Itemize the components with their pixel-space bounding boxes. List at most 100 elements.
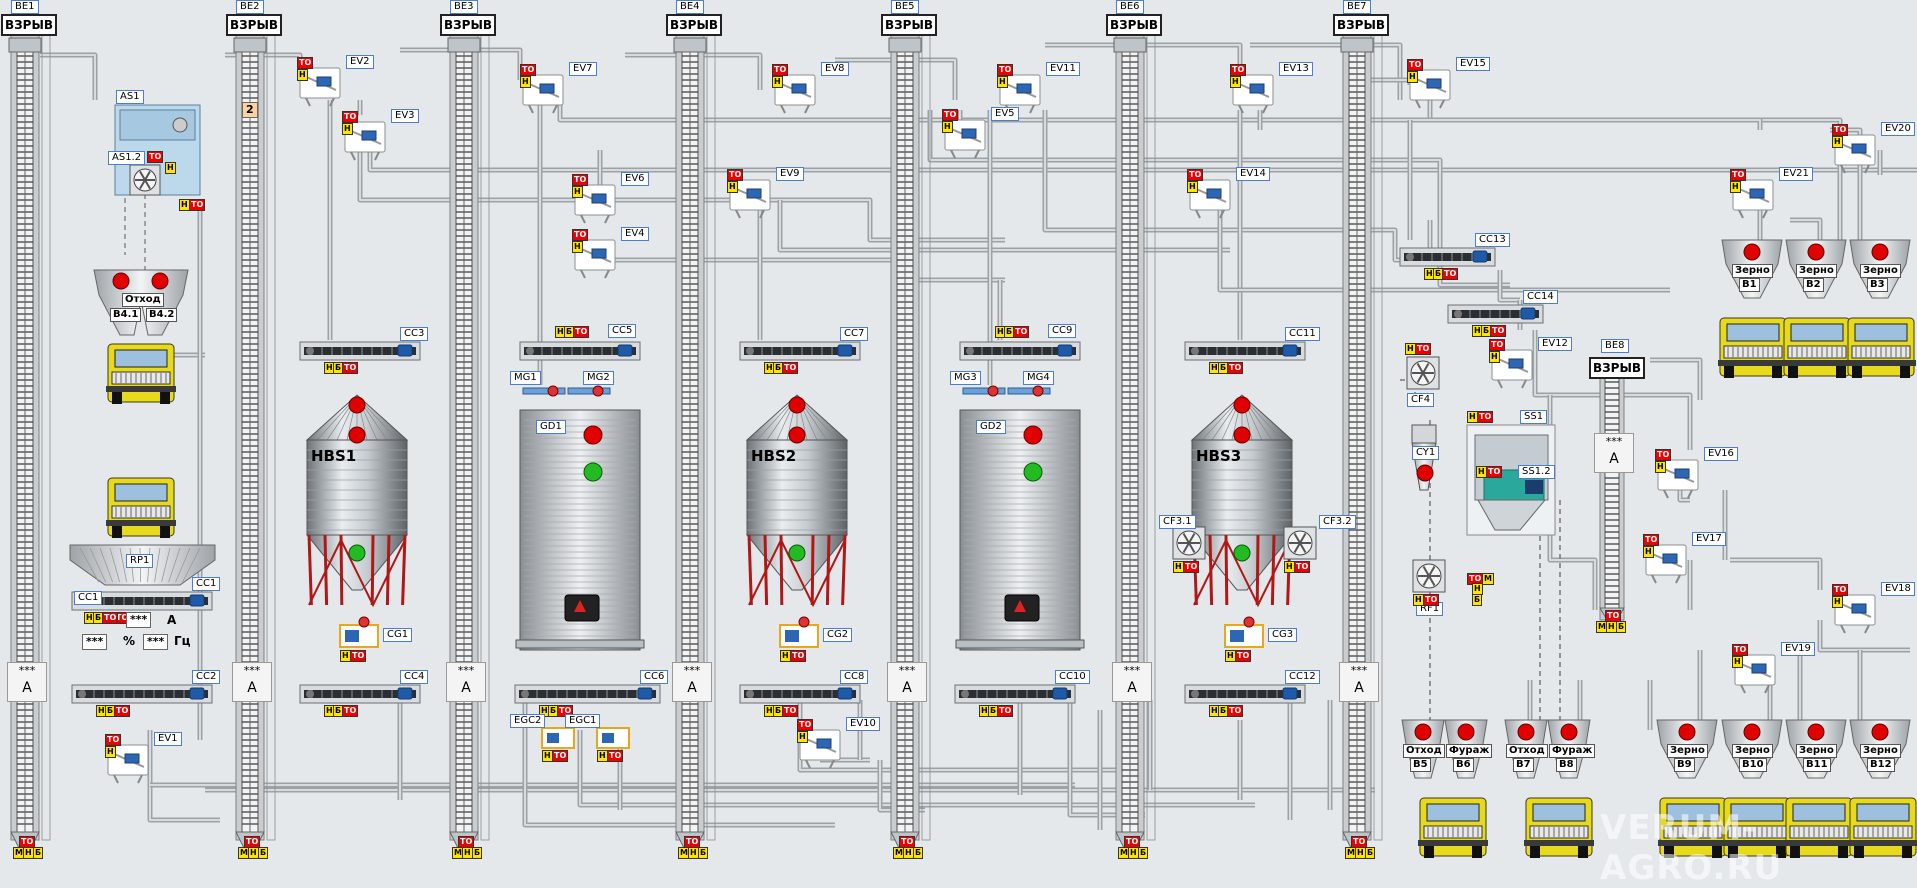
conveyor-cc7[interactable] bbox=[739, 341, 861, 361]
tag-cf3-2[interactable]: CF3.2 bbox=[1319, 515, 1356, 529]
conveyor-cc11[interactable] bbox=[1184, 341, 1306, 361]
conveyor-cc4[interactable] bbox=[299, 684, 421, 704]
tag-cc7[interactable]: CC7 bbox=[840, 327, 869, 341]
tag-mg1[interactable]: MG1 bbox=[510, 371, 541, 385]
valve-ev4[interactable] bbox=[574, 239, 616, 279]
tag-cc1[interactable]: CC1 bbox=[192, 577, 221, 591]
explosion-indicator-be5[interactable]: ВЗРЫВ bbox=[881, 14, 938, 36]
elevator-be7[interactable] bbox=[1340, 29, 1383, 849]
truck-b12[interactable] bbox=[1848, 797, 1917, 858]
valve-ev14[interactable] bbox=[1189, 179, 1231, 219]
truck-b9[interactable] bbox=[1658, 797, 1728, 858]
valve-ev8[interactable] bbox=[774, 74, 816, 114]
tag-ev3[interactable]: EV3 bbox=[391, 109, 419, 123]
conveyor-cc10[interactable] bbox=[954, 684, 1076, 704]
valve-ev18[interactable] bbox=[1834, 594, 1876, 634]
truck-b10[interactable] bbox=[1722, 797, 1792, 858]
valve-ev17[interactable] bbox=[1645, 544, 1687, 584]
tag-ev17[interactable]: EV17 bbox=[1692, 532, 1726, 546]
tag-ev15[interactable]: EV15 bbox=[1456, 57, 1490, 71]
valve-ev16[interactable] bbox=[1657, 459, 1699, 499]
motor-mg1[interactable] bbox=[522, 385, 566, 397]
elevator-be3[interactable] bbox=[447, 29, 490, 849]
explosion-indicator-be4[interactable]: ВЗРЫВ bbox=[666, 14, 723, 36]
conveyor-cc13[interactable] bbox=[1399, 247, 1496, 267]
truck-b7-b8[interactable] bbox=[1524, 797, 1594, 858]
tag-cc6[interactable]: CC6 bbox=[640, 670, 669, 684]
gate-cg1[interactable] bbox=[339, 616, 379, 648]
valve-ev20[interactable] bbox=[1834, 134, 1876, 174]
conveyor-cc9[interactable] bbox=[959, 341, 1081, 361]
tag-ev16[interactable]: EV16 bbox=[1704, 447, 1738, 461]
tag-as1[interactable]: AS1 bbox=[116, 90, 144, 104]
tag-egc2[interactable]: EGC2 bbox=[510, 714, 546, 728]
conveyor-cc6[interactable] bbox=[514, 684, 661, 704]
tag-cf4[interactable]: CF4 bbox=[1407, 393, 1435, 407]
tag-cc1-inline[interactable]: CC1 bbox=[74, 591, 103, 605]
fan-cf3-1[interactable] bbox=[1172, 526, 1206, 560]
tag-as1-2[interactable]: AS1.2 bbox=[108, 151, 146, 165]
valve-ev13[interactable] bbox=[1232, 74, 1274, 114]
conveyor-cc12[interactable] bbox=[1184, 684, 1306, 704]
tag-ev9[interactable]: EV9 bbox=[776, 167, 804, 181]
dryer-gd2[interactable] bbox=[955, 409, 1085, 651]
tag-mg2[interactable]: MG2 bbox=[583, 371, 614, 385]
silo-hbs2[interactable] bbox=[745, 394, 849, 608]
silo-hbs1[interactable] bbox=[305, 394, 409, 608]
tag-ev13[interactable]: EV13 bbox=[1279, 62, 1313, 76]
conveyor-cc3[interactable] bbox=[299, 341, 421, 361]
tag-ev6[interactable]: EV6 bbox=[621, 172, 649, 186]
tag-ev14[interactable]: EV14 bbox=[1236, 167, 1270, 181]
tag-ev2[interactable]: EV2 bbox=[346, 55, 374, 69]
tag-cc13[interactable]: CC13 bbox=[1475, 233, 1510, 247]
tag-ss1-2[interactable]: SS1.2 bbox=[1518, 465, 1555, 479]
tag-cg2[interactable]: CG2 bbox=[823, 628, 853, 642]
motor-mg2[interactable] bbox=[567, 385, 611, 397]
gate-egc1[interactable] bbox=[596, 727, 630, 749]
tag-mg4[interactable]: MG4 bbox=[1023, 371, 1054, 385]
tag-rp1[interactable]: RP1 bbox=[126, 554, 154, 568]
elevator-be6[interactable] bbox=[1113, 29, 1156, 849]
truck-b5-b6[interactable] bbox=[1418, 797, 1488, 858]
tag-ev12[interactable]: EV12 bbox=[1538, 337, 1572, 351]
tag-ev4[interactable]: EV4 bbox=[621, 227, 649, 241]
dryer-gd1[interactable] bbox=[515, 409, 645, 651]
fan-cf3-2[interactable] bbox=[1283, 526, 1317, 560]
valve-ev7[interactable] bbox=[522, 74, 564, 114]
conveyor-cc14[interactable] bbox=[1447, 304, 1544, 324]
tag-ev18[interactable]: EV18 bbox=[1881, 582, 1915, 596]
tag-cc4[interactable]: CC4 bbox=[400, 670, 429, 684]
tag-ev8[interactable]: EV8 bbox=[821, 62, 849, 76]
gate-egc2[interactable] bbox=[541, 727, 575, 749]
tag-ev1[interactable]: EV1 bbox=[154, 732, 182, 746]
elevator-be1[interactable] bbox=[8, 29, 51, 849]
tag-ss1[interactable]: SS1 bbox=[1520, 410, 1548, 424]
tag-cc12[interactable]: CC12 bbox=[1285, 670, 1320, 684]
tag-cc2[interactable]: CC2 bbox=[192, 670, 221, 684]
tag-ev7[interactable]: EV7 bbox=[569, 62, 597, 76]
motor-mg3[interactable] bbox=[962, 385, 1006, 397]
valve-ev19[interactable] bbox=[1734, 654, 1776, 694]
fan-cf4[interactable] bbox=[1406, 356, 1440, 390]
truck-rp1[interactable] bbox=[106, 477, 176, 538]
tag-cy1[interactable]: CY1 bbox=[1412, 446, 1440, 460]
tag-ev19[interactable]: EV19 bbox=[1781, 642, 1815, 656]
tag-cg3[interactable]: CG3 bbox=[1268, 628, 1298, 642]
explosion-indicator-be8[interactable]: ВЗРЫВ bbox=[1589, 357, 1646, 379]
tag-cf3-1[interactable]: CF3.1 bbox=[1159, 515, 1196, 529]
separator-as1[interactable] bbox=[114, 104, 201, 196]
valve-ev12[interactable] bbox=[1491, 349, 1533, 389]
tag-cc3[interactable]: CC3 bbox=[400, 327, 429, 341]
tag-cc9[interactable]: CC9 bbox=[1048, 324, 1077, 338]
tag-cc8[interactable]: CC8 bbox=[840, 670, 869, 684]
explosion-indicator-be1[interactable]: ВЗРЫВ bbox=[1, 14, 58, 36]
valve-ev6[interactable] bbox=[574, 184, 616, 224]
valve-ev1[interactable] bbox=[107, 744, 149, 784]
explosion-indicator-be7[interactable]: ВЗРЫВ bbox=[1333, 14, 1390, 36]
explosion-indicator-be3[interactable]: ВЗРЫВ bbox=[440, 14, 497, 36]
valve-ev10[interactable] bbox=[799, 729, 841, 769]
conveyor-cc5[interactable] bbox=[519, 341, 641, 361]
valve-ev15[interactable] bbox=[1409, 69, 1451, 109]
conveyor-cc2[interactable] bbox=[71, 684, 213, 704]
tag-ev10[interactable]: EV10 bbox=[846, 717, 880, 731]
